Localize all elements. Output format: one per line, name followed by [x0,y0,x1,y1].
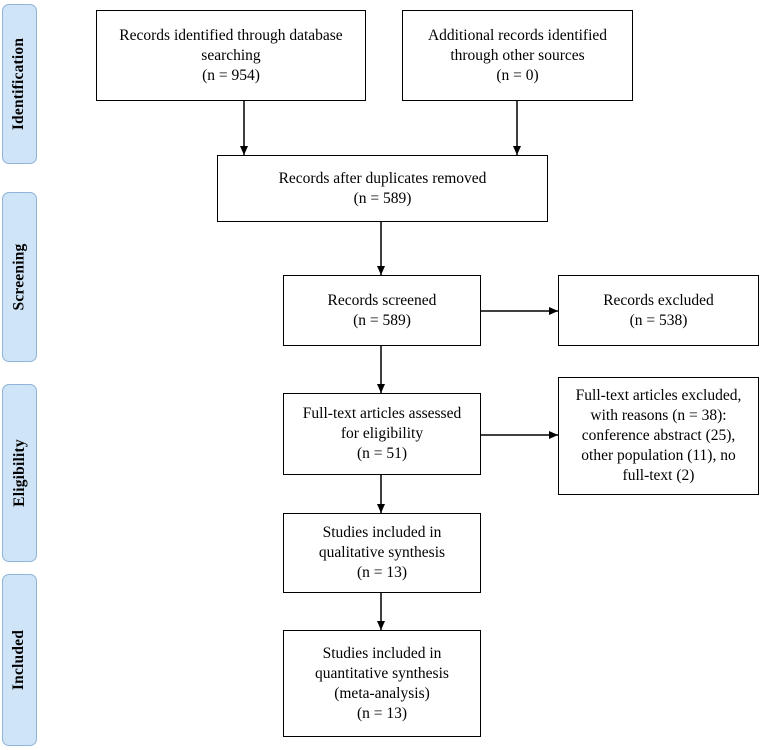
full-text-assessed-count: (n = 51) [356,445,408,462]
qualitative-line1: Studies included in [322,524,442,541]
stage-included: Included [2,574,37,746]
database-records-count: (n = 954) [202,66,260,84]
screened-count: (n = 589) [353,311,411,329]
quantitative-line2: quantitative synthesis [315,664,449,682]
box-after-duplicates: Records after duplicates removed (n = 58… [217,155,548,222]
full-text-excluded-line3: conference abstract (25), [581,427,736,444]
box-screened: Records screened (n = 589) [283,275,481,346]
qualitative-line2: qualitative synthesis [318,544,446,561]
screened-line1: Records screened [327,291,437,309]
full-text-excluded-line5: full-text (2) [622,467,695,484]
full-text-excluded-line4: other population (11), no [581,447,736,464]
excluded-line1: Records excluded [603,291,714,309]
box-qualitative: Studies included in qualitative synthesi… [283,513,481,593]
quantitative-line3: (meta-analysis) [334,684,430,702]
box-full-text-assessed: Full-text articles assessed for eligibil… [283,393,481,475]
box-full-text-excluded: Full-text articles excluded, with reason… [558,377,759,495]
stage-identification: Identification [2,4,37,164]
other-records-count: (n = 0) [496,66,539,84]
full-text-assessed-line2: for eligibility [340,425,424,442]
quantitative-count: (n = 13) [356,704,408,722]
database-records-line1: Records identified through database [119,26,343,44]
box-database-records: Records identified through database sear… [96,10,366,101]
database-records-line2: searching [201,46,261,64]
other-records-line2: through other sources [450,46,585,64]
full-text-assessed-line1: Full-text articles assessed [302,405,462,422]
full-text-excluded-line2: with reasons (n = 38): [590,407,727,424]
box-excluded: Records excluded (n = 538) [558,275,759,346]
full-text-excluded-line1: Full-text articles excluded, [575,387,742,404]
stage-eligibility: Eligibility [2,384,37,562]
qualitative-count: (n = 13) [356,564,408,581]
box-quantitative: Studies included in quantitative synthes… [283,630,481,737]
after-duplicates-line1: Records after duplicates removed [278,169,487,187]
other-records-line1: Additional records identified [427,26,608,44]
excluded-count: (n = 538) [629,311,688,329]
stage-screening: Screening [2,192,37,362]
box-other-records: Additional records identified through ot… [402,10,633,101]
after-duplicates-count: (n = 589) [353,189,412,207]
quantitative-line1: Studies included in [322,644,442,662]
